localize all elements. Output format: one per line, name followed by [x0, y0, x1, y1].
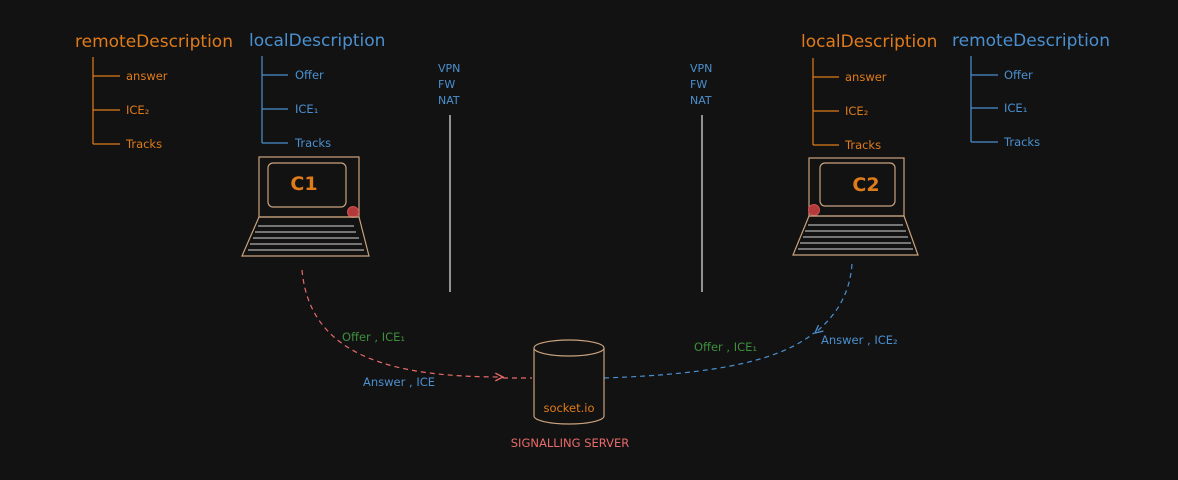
- left-barrier-fw: FW: [438, 78, 455, 91]
- signalling-server-caption: SIGNALLING SERVER: [511, 436, 630, 450]
- laptop-c1-label: C1: [290, 173, 317, 195]
- right-local-item-tracks: Tracks: [844, 138, 881, 152]
- c2-to-server-arrow: [815, 263, 853, 333]
- left-barrier-nat: NAT: [438, 94, 460, 107]
- right-local-item-ice: ICE₂: [845, 104, 868, 118]
- laptop-c2-power-dot: [808, 204, 820, 216]
- left-remote-tree-lines: [92, 57, 120, 145]
- right-barrier-fw: FW: [690, 78, 707, 91]
- socket-io-label: socket.io: [543, 401, 594, 415]
- right-local-item-answer: answer: [845, 70, 887, 84]
- right-local-description: localDescription answer ICE₂ Tracks: [801, 32, 937, 152]
- laptop-c2-screen: [819, 162, 896, 207]
- right-local-tree-lines: [812, 58, 839, 146]
- laptop-c2: C2: [792, 157, 919, 256]
- left-local-item-tracks: Tracks: [294, 136, 331, 150]
- left-barrier-vpn: VPN: [438, 62, 460, 75]
- right-remote-description: remoteDescription Offer ICE₁ Tracks: [952, 31, 1110, 149]
- laptop-c1-power-dot: [347, 206, 359, 218]
- laptop-c2-keys: [798, 224, 913, 250]
- right-barrier-nat: NAT: [690, 94, 712, 107]
- right-barrier-vpn: VPN: [690, 62, 712, 75]
- laptop-c1-keyboard-base: [241, 216, 370, 257]
- left-local-description: localDescription Offer ICE₁ Tracks: [249, 31, 385, 150]
- right-remote-item-offer: Offer: [1004, 68, 1033, 82]
- right-remote-item-tracks: Tracks: [1003, 135, 1040, 149]
- flow-label-left-answer: Answer , ICE: [363, 375, 435, 389]
- left-remote-title: remoteDescription: [75, 32, 233, 52]
- left-local-tree-lines: [261, 56, 288, 144]
- left-local-title: localDescription: [249, 31, 385, 51]
- laptop-c1-keys: [248, 225, 364, 251]
- left-remote-item-ice: ICE₂: [126, 103, 149, 117]
- left-local-item-offer: Offer: [295, 68, 324, 82]
- signalling-server: socket.io SIGNALLING SERVER: [511, 339, 630, 450]
- left-remote-item-answer: answer: [126, 69, 168, 83]
- database-icon: [533, 339, 605, 357]
- laptop-c2-keyboard-base: [792, 215, 919, 256]
- right-remote-item-ice: ICE₁: [1004, 101, 1027, 115]
- right-remote-title: remoteDescription: [952, 31, 1110, 51]
- server-to-c2-link: [603, 332, 815, 379]
- flow-label-right-offer: Offer , ICE₁: [694, 340, 757, 354]
- right-local-title: localDescription: [801, 32, 937, 52]
- flow-label-left-offer: Offer , ICE₁: [342, 330, 405, 344]
- database-body: [533, 348, 605, 425]
- right-remote-tree-lines: [970, 56, 998, 143]
- flow-label-right-answer: Answer , ICE₂: [821, 333, 898, 347]
- right-network-barrier: VPN FW NAT: [690, 62, 712, 292]
- c1-to-server-arrow: [301, 269, 503, 377]
- laptop-c1: C1: [241, 156, 370, 257]
- left-network-barrier: VPN FW NAT: [438, 62, 460, 292]
- left-remote-description: remoteDescription answer ICE₂ Tracks: [75, 32, 233, 151]
- laptop-c2-label: C2: [852, 174, 879, 196]
- laptop-c1-screen: [267, 162, 347, 208]
- left-remote-item-tracks: Tracks: [125, 137, 162, 151]
- left-local-item-ice: ICE₁: [295, 102, 318, 116]
